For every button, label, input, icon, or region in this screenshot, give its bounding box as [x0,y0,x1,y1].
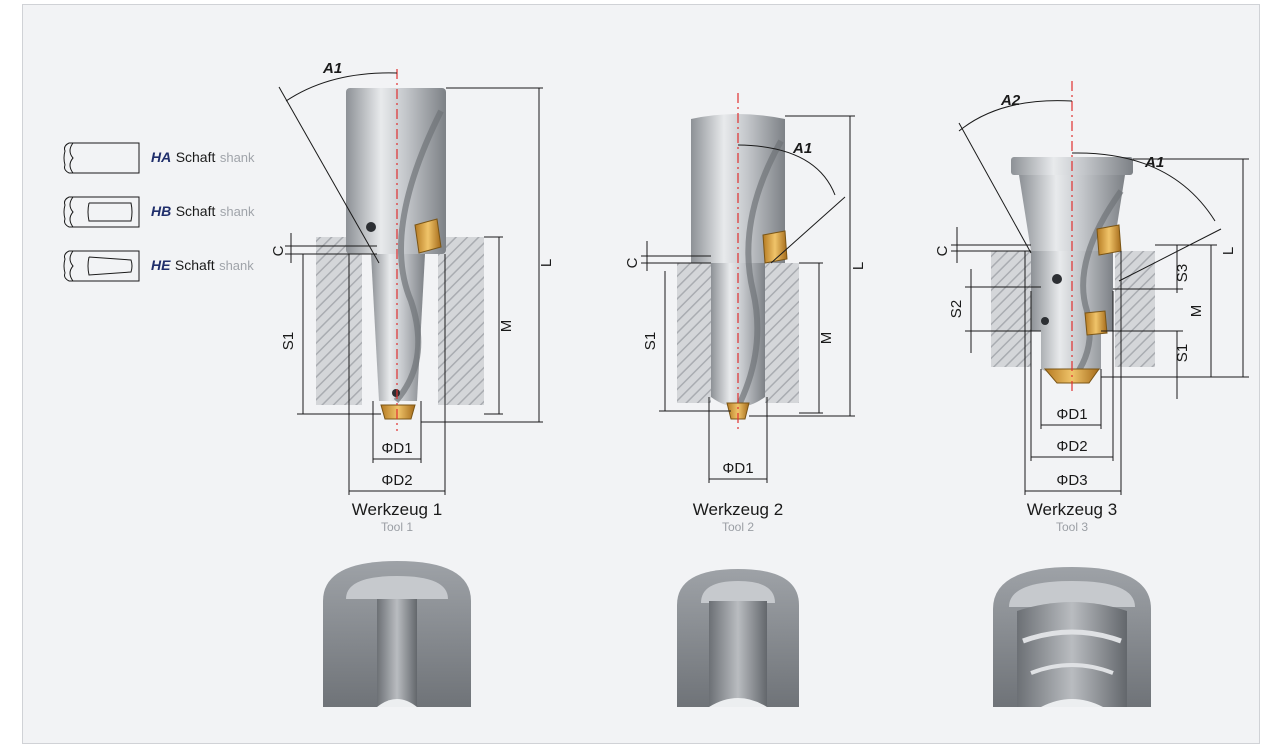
result-bore-3 [993,567,1151,707]
dim-label: A1 [792,140,812,157]
shank-legend: HA Schaft shank HB Schaft shank HE Schaf… [63,142,255,282]
dim-label: L [850,262,867,270]
insert [1096,224,1122,256]
insert [762,230,788,264]
tool-caption-en: Tool 2 [722,520,754,534]
angle-line [1118,228,1222,282]
coolant-hole [392,389,400,397]
legend-item-hb: HB Schaft shank [63,196,255,228]
angle-line [278,86,380,264]
dim-label: A2 [1000,92,1021,109]
tool-shank [346,88,446,254]
shank-hb-icon [63,196,140,228]
legend-name: Schaft [176,203,216,219]
insert [414,218,442,254]
dim-label: ΦD1 [1056,406,1087,423]
legend-item-he: HE Schaft shank [63,250,254,282]
legend-code: HB [151,203,171,219]
result-bore-2 [677,569,799,707]
dim-label: ΦD3 [1056,472,1087,489]
angle-line [958,122,1032,254]
legend-item-ha: HA Schaft shank [63,142,255,174]
tool-caption-en: Tool 3 [1056,520,1088,534]
angle-arc [737,144,836,196]
angle-arc [958,100,1073,132]
dim-label: M [1188,305,1205,318]
dim-label: ΦD2 [1056,438,1087,455]
dim-label: A1 [322,60,342,77]
legend-name: Schaft [176,149,216,165]
workpiece-left [991,251,1031,367]
workpiece-right [1115,251,1155,367]
workpiece-left [316,237,362,405]
dim-label: M [498,320,515,333]
shank-he-icon [63,250,140,282]
legend-en: shank [220,150,255,165]
flute [1068,189,1124,383]
dim-label: A1 [1144,154,1164,171]
dim-label: S1 [280,332,297,350]
angle-arc [1071,152,1216,222]
insert [1084,310,1108,336]
svg-text:HB Schaft shank: HB Schaft shank [151,203,255,220]
tool-caption: Werkzeug 3 [1027,500,1117,519]
legend-en: shank [220,204,255,219]
dim-label: L [538,259,555,267]
svg-text:HA Schaft shank: HA Schaft shank [151,149,255,166]
workpiece-right [765,263,799,403]
tool-3-drawing: A2 A1 L M S3 S1 C S2 ΦD [934,81,1249,707]
dim-label: C [624,257,641,268]
workpiece-right [438,237,484,405]
coolant-hole [1041,317,1049,325]
tool-caption: Werkzeug 2 [693,500,783,519]
tool-body [371,254,425,401]
dim-label: S2 [948,300,965,318]
workpiece-left [677,263,711,403]
legend-code: HE [151,257,171,273]
flute [393,109,444,403]
flute [733,139,784,413]
dim-label: ΦD1 [722,460,753,477]
result-bore-1 [323,561,471,707]
insert [726,402,750,420]
dim-label: S1 [1174,344,1191,362]
shank-ha-icon [63,142,140,174]
svg-text:HE Schaft shank: HE Schaft shank [151,257,254,274]
dim-label: ΦD1 [381,440,412,457]
coolant-hole [366,222,376,232]
dim-label: ΦD2 [381,472,412,489]
coolant-hole [1052,274,1062,284]
tool-2-drawing: A1 L M C S1 ΦD1 Werkzeug 2 Tool 2 [624,93,867,707]
dim-label: S3 [1174,264,1191,282]
tool-caption-en: Tool 1 [381,520,413,534]
dim-label: C [934,245,951,256]
dim-label: M [818,332,835,345]
tool-caption: Werkzeug 1 [352,500,442,519]
tool-body [1031,251,1113,377]
angle-arc [285,72,398,102]
tool-1-drawing: A1 L M C S1 ΦD1 ΦD2 Werkzeug 1 Tool 1 [270,60,555,707]
dim-label: S1 [642,332,659,350]
tool-diagram: HA Schaft shank HB Schaft shank HE Schaf… [63,60,1249,707]
legend-name: Schaft [175,257,215,273]
dim-label: C [270,245,287,256]
dim-label: L [1220,247,1237,255]
diagram-panel: HA Schaft shank HB Schaft shank HE Schaf… [22,4,1260,744]
legend-code: HA [151,149,171,165]
insert [380,404,416,420]
angle-line [770,196,846,264]
legend-en: shank [219,258,254,273]
